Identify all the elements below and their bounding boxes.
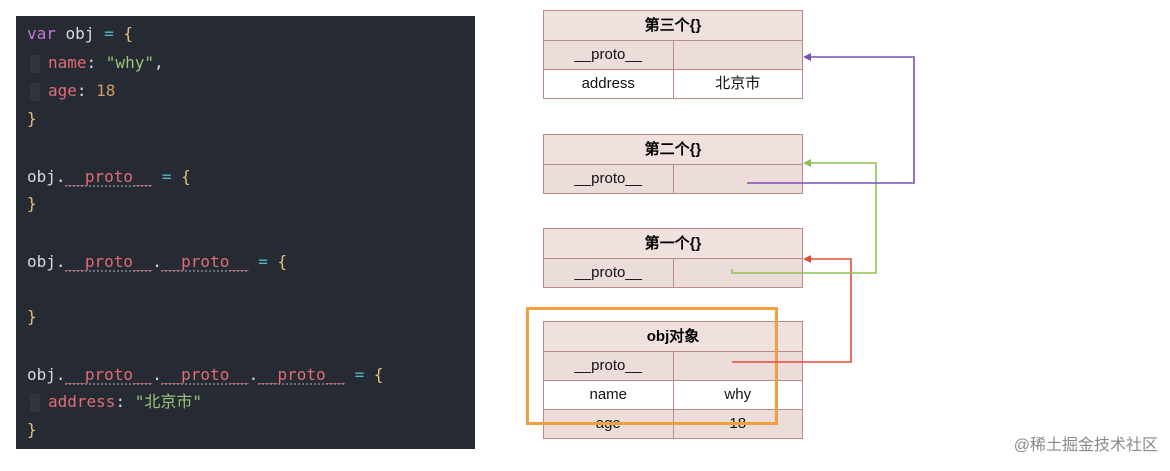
code-token: obj: [27, 167, 56, 186]
code-line: age: 18: [27, 80, 115, 102]
name-key: name: [544, 381, 674, 409]
arrow-second-to-third: [747, 56, 915, 184]
name-row: name why: [544, 381, 802, 410]
code-line: obj.__proto__.__proto__.__proto__ = {: [27, 364, 383, 386]
code-token: address: [48, 392, 116, 411]
code-token: =: [248, 252, 278, 271]
code-line: var obj = {: [27, 23, 133, 45]
proto-key: __proto__: [544, 259, 674, 287]
code-token: obj: [65, 24, 105, 43]
code-token: {: [373, 365, 384, 384]
first-object-title: 第一个{}: [544, 229, 802, 259]
code-token: var: [27, 24, 66, 43]
code-token: "why": [105, 53, 154, 72]
code-token: __proto__: [161, 252, 249, 271]
proto-row: __proto__: [544, 41, 802, 70]
arrowhead-second: [803, 159, 811, 167]
proto-key: __proto__: [544, 165, 674, 193]
proto-row: __proto__: [544, 165, 802, 193]
code-token: :: [76, 81, 97, 100]
second-object-box: 第二个{} __proto__: [543, 134, 803, 194]
code-token: obj: [27, 252, 56, 271]
arrowhead-first: [803, 255, 811, 263]
code-token: 18: [96, 81, 116, 100]
code-token: }: [27, 109, 37, 128]
code-token: =: [104, 24, 124, 43]
code-token: :: [86, 53, 106, 72]
code-line: }: [27, 306, 37, 328]
watermark: @稀土掘金技术社区: [1013, 437, 1158, 454]
code-line: }: [27, 108, 37, 130]
code-token: __proto__: [258, 365, 345, 384]
name-value: why: [673, 381, 802, 409]
proto-key: __proto__: [544, 352, 674, 380]
code-token: {: [277, 252, 288, 271]
code-token: .: [55, 167, 66, 186]
proto-value: [673, 41, 802, 69]
arrow-obj-to-first: [732, 258, 852, 363]
first-object-box: 第一个{} __proto__: [543, 228, 803, 288]
obj-highlight-frame: [526, 307, 778, 425]
code-token: .: [248, 365, 259, 384]
third-object-box: 第三个{} __proto__ address 北京市: [543, 10, 803, 99]
code-token: .: [55, 252, 66, 271]
code-token: :: [115, 392, 135, 411]
code-token: age: [48, 81, 77, 100]
code-token: __proto__: [65, 252, 153, 271]
address-key: address: [544, 70, 674, 98]
code-line: name: "why",: [27, 52, 164, 74]
code-token: __proto__: [65, 365, 153, 384]
proto-row: __proto__: [544, 352, 802, 381]
address-row: address 北京市: [544, 70, 802, 98]
proto-key: __proto__: [544, 41, 674, 69]
code-token: =: [344, 365, 374, 384]
code-token: ,: [153, 53, 164, 72]
code-token: .: [55, 365, 66, 384]
code-line: obj.__proto__.__proto__ = {: [27, 251, 287, 273]
indent-guide: [30, 393, 40, 412]
third-object-title: 第三个{}: [544, 11, 802, 41]
code-line: }: [27, 419, 37, 441]
code-line: }: [27, 193, 37, 215]
code-token: .: [152, 365, 162, 384]
code-editor: var obj = { name: "why", age: 18 } obj._…: [16, 16, 475, 449]
code-token: }: [27, 307, 37, 326]
arrow-first-to-second: [731, 162, 877, 274]
proto-value: [673, 352, 802, 380]
obj-object-title: obj对象: [544, 322, 802, 352]
indent-guide: [30, 82, 40, 101]
code-token: .: [152, 252, 162, 271]
proto-value: [673, 165, 802, 193]
obj-object-box: obj对象 __proto__ name why age 18: [543, 321, 803, 439]
code-token: {: [123, 24, 133, 43]
arrowhead-third: [803, 53, 811, 61]
code-token: {: [181, 167, 191, 186]
code-token: }: [27, 420, 37, 439]
code-token: name: [48, 53, 87, 72]
code-token: obj: [27, 365, 56, 384]
code-token: __proto__: [161, 365, 249, 384]
code-token: "北京市": [134, 392, 202, 411]
code-token: =: [152, 167, 182, 186]
code-line: address: "北京市": [27, 391, 202, 413]
code-token: __proto__: [65, 167, 153, 186]
code-line: obj.__proto__ = {: [27, 166, 191, 188]
second-object-title: 第二个{}: [544, 135, 802, 165]
indent-guide: [30, 54, 40, 73]
code-token: }: [27, 194, 37, 213]
address-value: 北京市: [673, 70, 802, 98]
